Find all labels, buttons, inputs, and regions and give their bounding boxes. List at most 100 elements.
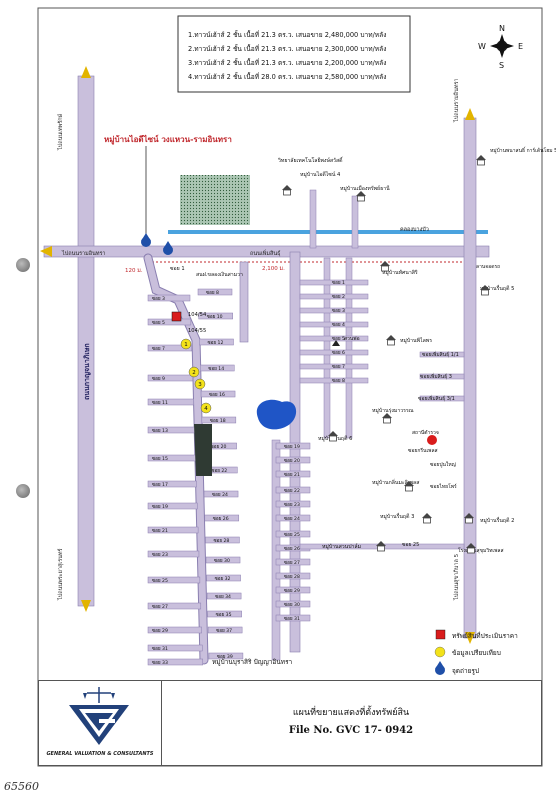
upper-soi-label: ซอย 5 <box>332 336 345 342</box>
right-soi-label: ซอย 8 <box>206 290 219 296</box>
mid-soi-label: ซอย 31 <box>284 616 300 622</box>
house-body <box>405 485 413 492</box>
house-icon <box>356 191 366 196</box>
soi-right-3: ซอยเพิ่มสินธุ์ 3/1 <box>418 395 455 402</box>
upper-soi-road <box>299 279 369 286</box>
legend-comparable-label: ข้อมูลเปรียบเทียบ <box>452 649 501 657</box>
left-soi-label: ซอย 7 <box>152 346 165 352</box>
house-body <box>329 435 337 442</box>
village-2-label: หมู่บ้านเมืองทรัพย์ธานี <box>340 185 390 192</box>
binder-hole <box>16 484 30 498</box>
road-central-left <box>239 261 249 343</box>
right-soi-label: ซอย 26 <box>213 516 229 522</box>
mid-soi-road <box>275 600 311 608</box>
soi-right-6: ซอยปูนใหญ่ <box>430 461 456 468</box>
left-soi-label: ซอย 13 <box>152 428 168 434</box>
house-icon <box>328 431 338 436</box>
road-vertical-left-label: ถนนกาญจนาภิเษก <box>83 343 91 400</box>
soi-right-1: ซอยเพิ่มสินธุ์ 1/1 <box>422 351 459 358</box>
right-soi-road <box>208 652 244 660</box>
plot-104-54: 104/54 <box>188 312 207 318</box>
house-body <box>357 195 365 202</box>
mid-soi-label: ซอย 20 <box>284 458 300 464</box>
house-body <box>377 545 385 552</box>
house-icon <box>282 185 292 190</box>
mid-soi-road <box>275 614 311 622</box>
right-soi-road <box>203 490 239 498</box>
bus-stop-label: สวนพ่อ <box>344 336 360 342</box>
compass-rose-icon: N S E W <box>478 24 523 70</box>
mid-soi-road <box>275 442 311 450</box>
compass-s: S <box>499 61 504 70</box>
right-soi-label: ซอย 37 <box>216 628 232 634</box>
legend-photo-label: จุดถ่ายรูป <box>452 667 479 675</box>
north-connector <box>351 195 359 249</box>
left-soi-label: ซอย 29 <box>152 628 168 634</box>
house-body <box>481 289 489 296</box>
right-soi-road <box>198 312 233 320</box>
distance-120: 120 ม. <box>125 268 143 274</box>
upper-vertical-road <box>345 257 353 439</box>
left-soi-road <box>147 644 203 652</box>
arrow-up-right-icon <box>465 108 475 120</box>
mid-soi-road <box>275 572 311 580</box>
house-body <box>381 265 389 272</box>
soi-main-2-label: สนฝ.ขลองเงินสามวา <box>196 271 243 278</box>
left-soi-road <box>147 602 202 610</box>
right-side-soi <box>419 351 465 358</box>
right-soi-road <box>199 338 234 346</box>
comparable-marker-icon <box>200 402 212 414</box>
right-soi-label: ซอย 14 <box>208 366 224 372</box>
road-main-label: ถนนเพิ่มสินธุ์ <box>250 249 280 257</box>
gvc-logo-icon <box>69 687 129 745</box>
mid-soi-label: ซอย 23 <box>284 502 300 508</box>
mid-soi-road <box>275 486 311 494</box>
legend-comparable-swatch <box>434 646 446 658</box>
house-icon <box>386 335 396 340</box>
price-item-2: 2.ทาวน์เฮ้าส์ 2 ชั้น เนื้อที่ 21.3 ตร.ว.… <box>188 44 386 53</box>
photo-pin-icon <box>141 233 151 247</box>
arrow-down-icon <box>81 600 91 612</box>
police-label: สถานีตำรวจ <box>412 429 439 436</box>
left-soi-label: ซอย 27 <box>152 604 168 610</box>
mid-soi-road <box>275 470 311 478</box>
right-soi-road <box>204 514 240 522</box>
village-6-label: หมู่บ้านพิไลพร <box>400 336 432 344</box>
plot-104-55: 104/55 <box>188 328 206 334</box>
house-body <box>465 517 473 524</box>
map-frame <box>37 7 543 767</box>
upper-soi-label: ซอย 7 <box>332 364 345 370</box>
left-soi-road <box>147 658 203 666</box>
left-soi-road <box>147 550 200 558</box>
right-soi-label: ซอย 34 <box>215 594 231 600</box>
mid-soi-label: ซอย 25 <box>284 532 300 538</box>
comparable-number: 3 <box>198 382 202 388</box>
distance-2100: 2,100 ม. <box>262 266 285 272</box>
price-item-4: 4.ทาวน์เฮ้าส์ 2 ชั้น เนื้อที่ 28.0 ตร.ว.… <box>188 72 386 81</box>
upper-soi-label: ซอย 6 <box>332 350 345 356</box>
left-soi-label: ซอย 3 <box>152 296 165 302</box>
mid-soi-label: ซอย 22 <box>284 488 300 494</box>
compass-w: W <box>478 42 486 51</box>
left-soi-label: ซอย 31 <box>152 646 168 652</box>
title-block: GENERAL VALUATION & CONSULTANTS แผนที่ขย… <box>38 680 542 766</box>
house-icon <box>404 481 414 486</box>
mid-soi-road <box>275 530 311 538</box>
canal-label: คลองบางบัว <box>400 226 429 233</box>
road-right-bottom-label: ไปถนนสุขาภิบาล 5 <box>453 553 460 601</box>
comparable-marker-icon <box>188 366 200 378</box>
mid-soi-label: ซอย 21 <box>284 472 300 478</box>
right-soi-label: ซอย 30 <box>214 558 230 564</box>
village-7-label: หมู่บ้านรุ่งมาวรรณ <box>372 407 414 414</box>
left-soi-label: ซอย 5 <box>152 320 165 326</box>
comparable-marker-icon <box>194 378 206 390</box>
file-number: File No. GVC 17- 0942 <box>288 725 414 736</box>
upper-soi-label: ซอย 4 <box>332 322 345 328</box>
road-left-bottom-label: ไปถนนพระยาสุเรนทร์ <box>57 548 64 601</box>
house-icon <box>422 513 432 518</box>
village-9-label: หมู่บ้านกลิ่นมะลิเพลส <box>372 479 420 486</box>
right-soi-label: ซอย 39 <box>217 654 233 660</box>
upper-soi-road <box>299 363 369 370</box>
mid-soi-label: ซอย 30 <box>284 602 300 608</box>
canal <box>168 230 488 234</box>
